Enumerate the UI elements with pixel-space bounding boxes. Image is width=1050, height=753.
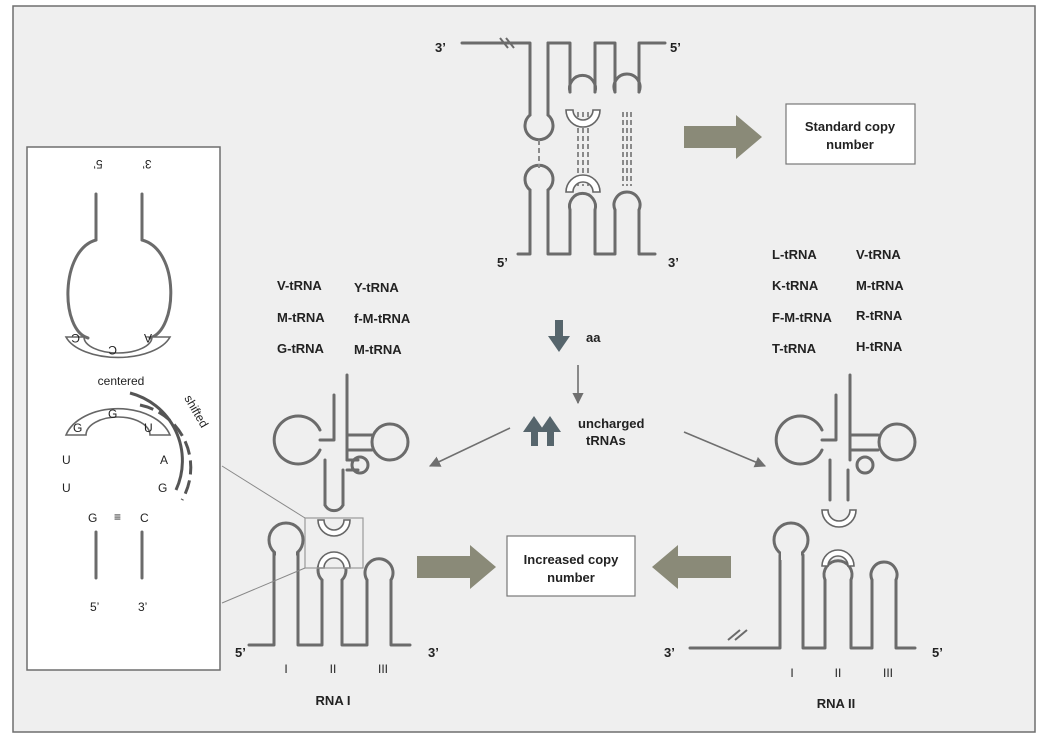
increased-copy-box: Increased copy number	[506, 535, 636, 597]
centered-label: centered	[98, 374, 145, 388]
top-break-mark	[499, 37, 509, 49]
top-end-3b-label: 3’	[668, 255, 679, 270]
svg-text:G: G	[158, 481, 167, 495]
top-upper-loop-1	[523, 113, 555, 142]
svg-text:U: U	[62, 453, 71, 467]
svg-text:Increased copy: Increased copy	[524, 552, 619, 567]
inset-anticodon-mid	[64, 407, 172, 436]
inset-anticodon-upper	[64, 336, 172, 359]
rna1-trna-anticodon-stem	[323, 458, 345, 507]
arrow-left-to-increased	[417, 545, 496, 589]
top-upper-arm-1	[460, 41, 550, 117]
top-anticodon-lower	[565, 174, 601, 193]
svg-text:U: U	[144, 421, 153, 435]
standard-copy-box: Standard copy number	[785, 103, 916, 165]
aa-label: aa	[586, 330, 601, 345]
svg-text:G: G	[73, 421, 82, 435]
rna1-strand	[247, 553, 412, 647]
svg-text:T-tRNA: T-tRNA	[772, 341, 817, 356]
svg-text:V-tRNA: V-tRNA	[856, 247, 901, 262]
top-upper-arm-3	[593, 41, 667, 94]
svg-text:III: III	[378, 662, 388, 676]
svg-text:L-tRNA: L-tRNA	[772, 247, 817, 262]
inset-anticodon-loop	[66, 238, 173, 340]
svg-text:C: C	[140, 511, 149, 525]
arrow-to-rna1	[428, 427, 511, 467]
rna1-structure: 5’ 3’ I II III RNA I	[235, 373, 439, 708]
svg-text:5’: 5’	[93, 157, 102, 171]
svg-text:C: C	[108, 343, 117, 357]
rna1-zoom-box	[304, 517, 364, 569]
svg-text:number: number	[826, 137, 874, 152]
svg-text:3’: 3’	[138, 600, 147, 614]
uncharged-label: uncharged	[578, 416, 645, 431]
svg-text:H-tRNA: H-tRNA	[856, 339, 903, 354]
svg-text:I: I	[790, 666, 793, 680]
svg-text:R-tRNA: R-tRNA	[856, 308, 903, 323]
svg-text:f-M-tRNA: f-M-tRNA	[354, 311, 411, 326]
svg-text:5’: 5’	[932, 645, 943, 660]
rna1-trna-right-arm	[345, 433, 374, 452]
svg-text:III: III	[883, 666, 893, 680]
aa-decrease: aa	[548, 320, 601, 352]
svg-text:V-tRNA: V-tRNA	[277, 278, 322, 293]
rna1-end-5: 5’	[235, 645, 246, 660]
rna1-label: RNA I	[316, 693, 351, 708]
svg-text:5’: 5’	[90, 600, 99, 614]
svg-text:C: C	[71, 331, 80, 345]
svg-text:number: number	[547, 570, 595, 585]
top-end-3-label: 3’	[435, 40, 446, 55]
svg-text:A: A	[160, 453, 168, 467]
top-end-5b-label: 5’	[497, 255, 508, 270]
svg-text:G: G	[88, 511, 97, 525]
svg-text:Y-tRNA: Y-tRNA	[354, 280, 399, 295]
top-lower-loop-2	[568, 192, 597, 212]
rna1-loop-iii	[363, 557, 395, 582]
top-end-5-label: 5’	[670, 40, 681, 55]
top-rna-complex: 3’ 5’ 5’ 3’	[435, 37, 681, 270]
svg-text:G: G	[108, 407, 117, 421]
uncharged-trna-increase: uncharged tRNAs	[523, 416, 645, 448]
rna1-trna-anticodon	[317, 519, 351, 537]
top-upper-loop-3	[612, 72, 642, 94]
up-arrow-icon-2	[539, 416, 561, 446]
top-lower-strand	[516, 188, 657, 256]
arrow-to-standard	[684, 115, 762, 159]
svg-text:II: II	[330, 662, 337, 676]
rna1-trna-left-arm	[272, 373, 349, 466]
rna2-loop-ii-anticodon	[821, 549, 855, 567]
svg-text:A: A	[144, 331, 152, 345]
svg-text:Standard copy: Standard copy	[805, 119, 896, 134]
top-anticodon-upper	[565, 109, 601, 128]
arrow-right-to-increased	[652, 545, 731, 589]
svg-text:3’: 3’	[142, 157, 151, 171]
svg-text:M-tRNA: M-tRNA	[277, 310, 325, 325]
inset-detail: 5’ 3’ C C A centered shifted G G U U U A…	[26, 146, 221, 671]
rna2-strand	[688, 553, 917, 650]
rna2-label: RNA II	[817, 696, 856, 711]
svg-text:F-M-tRNA: F-M-tRNA	[772, 310, 833, 325]
svg-text:M-tRNA: M-tRNA	[354, 342, 402, 357]
rna1-end-3: 3’	[428, 645, 439, 660]
top-upper-loop-2	[568, 74, 597, 94]
svg-text:M-tRNA: M-tRNA	[856, 278, 904, 293]
rna2-trna-anticodon	[821, 509, 857, 528]
trna-list-left: V-tRNA Y-tRNA M-tRNA f-M-tRNA G-tRNA M-t…	[277, 278, 411, 357]
trna-list-right: L-tRNA V-tRNA K-tRNA M-tRNA F-M-tRNA R-t…	[772, 247, 904, 356]
svg-text:K-tRNA: K-tRNA	[772, 278, 819, 293]
down-arrow-icon	[548, 320, 570, 352]
svg-text:U: U	[62, 481, 71, 495]
svg-text:3’: 3’	[664, 645, 675, 660]
svg-text:II: II	[835, 666, 842, 680]
up-arrow-icon-1	[523, 416, 545, 446]
trnas-label: tRNAs	[586, 433, 626, 448]
rna2-structure: 3’ 5’ I II III RNA II	[664, 373, 943, 711]
arrow-to-rna2	[683, 431, 767, 468]
svg-text:G-tRNA: G-tRNA	[277, 341, 325, 356]
svg-text:≡: ≡	[114, 510, 121, 524]
top-lower-loop-3	[612, 190, 642, 212]
shifted-arc	[129, 391, 184, 491]
svg-text:I: I	[284, 662, 287, 676]
